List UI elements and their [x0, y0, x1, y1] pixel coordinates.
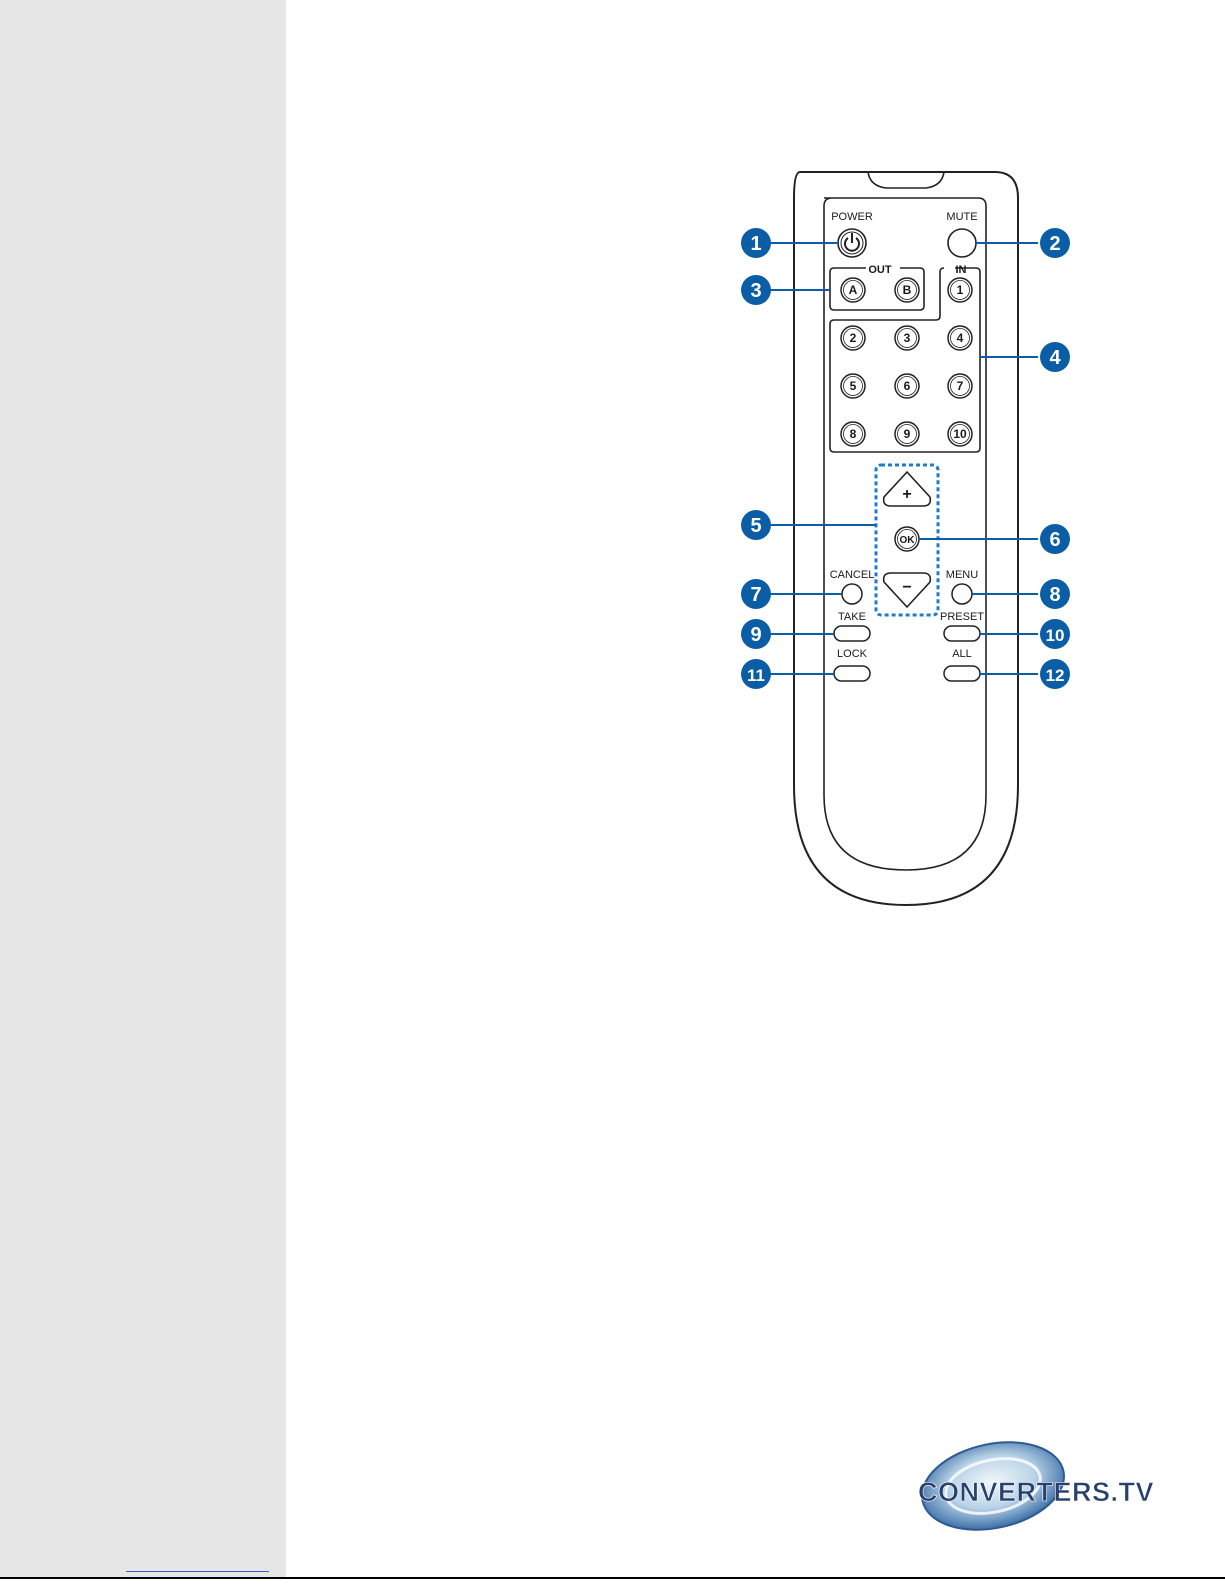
callout-11: 11 — [741, 659, 771, 689]
in-button-9-label: 9 — [904, 427, 911, 441]
take-label: TAKE — [838, 611, 866, 623]
callout-5: 5 — [741, 510, 771, 540]
in-button-2[interactable]: 2 — [841, 326, 865, 350]
callout-10-number: 10 — [1046, 626, 1065, 645]
callout-9: 9 — [741, 619, 771, 649]
ok-button[interactable]: OK — [895, 527, 919, 551]
in-button-3-label: 3 — [904, 331, 911, 345]
callout-12-number: 12 — [1046, 666, 1065, 685]
cancel-label: CANCEL — [830, 569, 875, 581]
in-button-7-label: 7 — [957, 379, 964, 393]
callout-9-number: 9 — [750, 624, 761, 646]
out-button-b[interactable]: B — [895, 278, 919, 302]
callout-7-number: 7 — [750, 584, 761, 606]
all-button[interactable] — [944, 666, 980, 681]
callout-leader-lines — [768, 243, 1038, 674]
in-button-10[interactable]: 10 — [948, 422, 972, 446]
in-button-5-label: 5 — [850, 379, 857, 393]
menu-button[interactable] — [952, 584, 972, 604]
minus-icon: − — [902, 579, 911, 596]
in-button-8-label: 8 — [850, 427, 857, 441]
plus-icon: + — [902, 486, 911, 503]
callout-8: 8 — [1040, 579, 1070, 609]
in-button-6-label: 6 — [904, 379, 911, 393]
in-button-1-label: 1 — [957, 283, 964, 297]
callout-12: 12 — [1040, 659, 1070, 689]
in-button-8[interactable]: 8 — [841, 422, 865, 446]
in-button-7[interactable]: 7 — [948, 374, 972, 398]
in-button-6[interactable]: 6 — [895, 374, 919, 398]
cancel-button[interactable] — [842, 584, 862, 604]
ok-button-label: OK — [900, 535, 916, 546]
callout-3-number: 3 — [750, 280, 761, 302]
power-button[interactable] — [838, 229, 866, 257]
callout-4-number: 4 — [1049, 347, 1061, 369]
down-minus-button[interactable]: − — [884, 573, 931, 607]
in-button-4[interactable]: 4 — [948, 326, 972, 350]
power-label: POWER — [831, 211, 873, 223]
out-button-a-label: A — [849, 283, 858, 297]
take-button[interactable] — [834, 626, 870, 641]
callout-6: 6 — [1040, 524, 1070, 554]
in-button-3[interactable]: 3 — [895, 326, 919, 350]
lock-button[interactable] — [834, 666, 870, 681]
callout-3: 3 — [741, 275, 771, 305]
in-button-1[interactable]: 1 — [948, 278, 972, 302]
lock-label: LOCK — [837, 648, 868, 660]
callout-6-number: 6 — [1049, 529, 1060, 551]
callout-1: 1 — [741, 228, 771, 258]
callout-2: 2 — [1040, 228, 1070, 258]
callout-4: 4 — [1040, 342, 1070, 372]
logo-wordmark: CONVERTERS.TV — [918, 1477, 1154, 1507]
in-button-2-label: 2 — [850, 331, 857, 345]
preset-button[interactable] — [944, 626, 980, 641]
callout-7: 7 — [741, 579, 771, 609]
converters-tv-logo: CONVERTERS.TV — [914, 1430, 1154, 1542]
up-plus-button[interactable]: + — [884, 472, 931, 506]
in-button-10-label: 10 — [953, 427, 967, 441]
callout-8-number: 8 — [1049, 584, 1060, 606]
in-button-4-label: 4 — [957, 331, 964, 345]
preset-label: PRESET — [940, 611, 984, 623]
callout-10: 10 — [1040, 619, 1070, 649]
out-group-label: OUT — [868, 264, 892, 276]
all-label: ALL — [952, 648, 972, 660]
in-group-label: IN — [956, 264, 967, 276]
in-button-5[interactable]: 5 — [841, 374, 865, 398]
callout-11-number: 11 — [747, 666, 765, 685]
mute-button[interactable] — [948, 229, 976, 257]
in-button-9[interactable]: 9 — [895, 422, 919, 446]
callout-2-number: 2 — [1049, 233, 1060, 255]
out-button-a[interactable]: A — [841, 278, 865, 302]
callout-5-number: 5 — [750, 515, 761, 537]
menu-label: MENU — [946, 569, 978, 581]
callout-1-number: 1 — [750, 233, 761, 255]
out-button-b-label: B — [903, 283, 912, 297]
mute-label: MUTE — [946, 211, 977, 223]
